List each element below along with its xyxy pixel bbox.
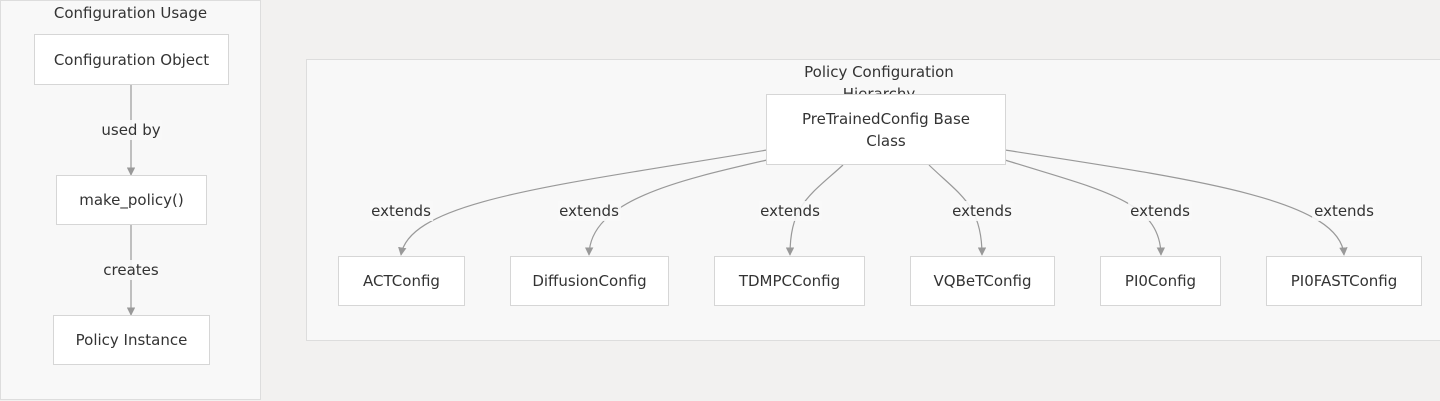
node-actconfig: ACTConfig: [338, 256, 465, 306]
node-pi0fastconfig: PI0FASTConfig: [1266, 256, 1422, 306]
edge-label-extends-actconfig: extends: [369, 201, 433, 221]
configuration-usage-title: Configuration Usage: [53, 4, 208, 22]
edge-label-extends-tdmpcconfig: extends: [758, 201, 822, 221]
node-vqbetconfig: VQBeTConfig: [910, 256, 1055, 306]
node-make-policy: make_policy(): [56, 175, 207, 225]
edge-label-extends-pi0fastconfig: extends: [1312, 201, 1376, 221]
edge-label-used-by: used by: [99, 120, 163, 140]
edge-label-extends-vqbetconfig: extends: [950, 201, 1014, 221]
edge-label-creates: creates: [101, 260, 161, 280]
node-pi0config: PI0Config: [1100, 256, 1221, 306]
node-policy-instance: Policy Instance: [53, 315, 210, 365]
node-pretrainedconfig-base: PreTrainedConfig Base Class: [766, 94, 1006, 165]
node-tdmpcconfig: TDMPCConfig: [714, 256, 865, 306]
node-configuration-object: Configuration Object: [34, 34, 229, 85]
node-diffusionconfig: DiffusionConfig: [510, 256, 669, 306]
edge-label-extends-pi0config: extends: [1128, 201, 1192, 221]
edge-label-extends-diffusionconfig: extends: [557, 201, 621, 221]
policy-hierarchy-title: Policy Configuration Hierarchy: [804, 63, 954, 97]
